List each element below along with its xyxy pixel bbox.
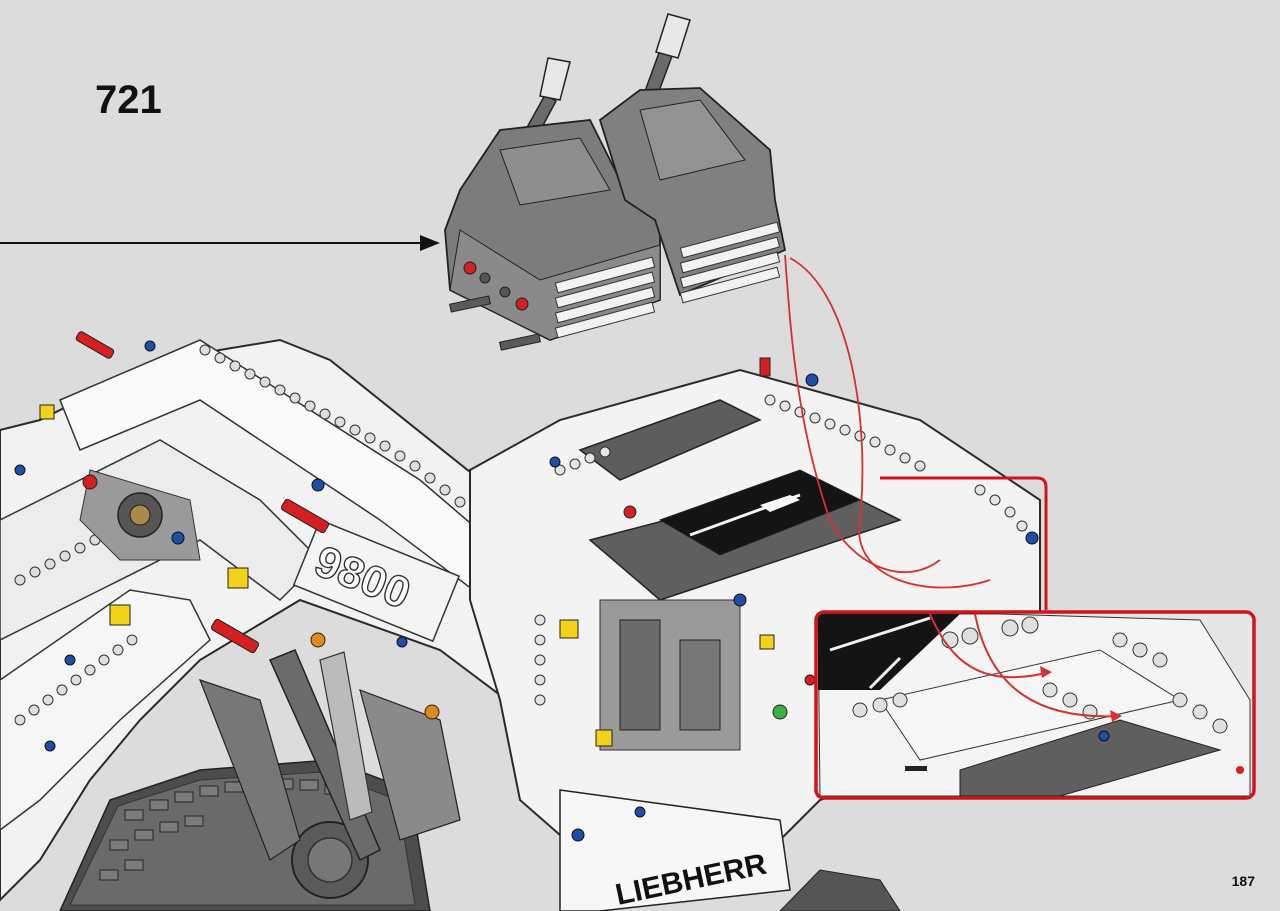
detail-callout xyxy=(814,476,1256,800)
boom-assembly: 9800 xyxy=(0,338,602,902)
step-number: 721 xyxy=(95,78,162,122)
cabin-subassembly xyxy=(444,13,991,589)
detail-view xyxy=(816,612,1254,798)
placement-arrow xyxy=(0,235,440,251)
page-number: 187 xyxy=(1231,873,1255,889)
